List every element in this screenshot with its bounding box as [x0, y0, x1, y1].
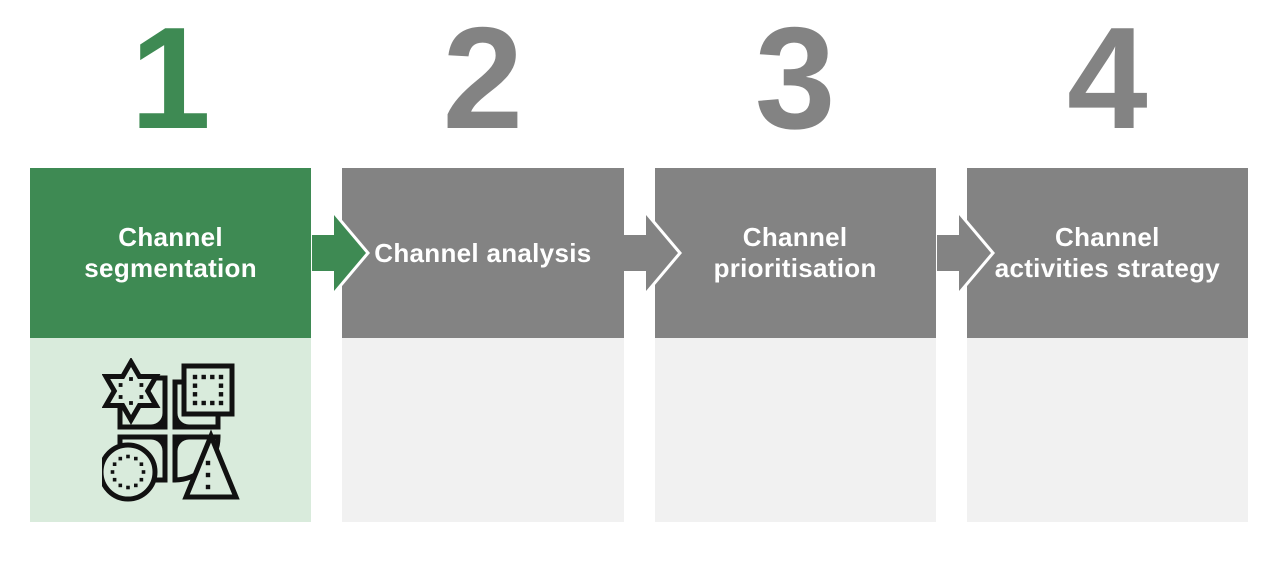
step-number: 1 — [130, 0, 211, 159]
step-title-line: Channel — [118, 222, 223, 252]
step-header: Channel prioritisation — [654, 168, 936, 338]
arrow-right-icon — [312, 201, 370, 305]
step-title-line: prioritisation — [713, 253, 877, 283]
step-column-4: 4 Channel activities strategy — [966, 0, 1248, 522]
process-flow: 1 Channel segmentation — [30, 0, 1248, 522]
step-header: Channel analysis — [342, 168, 624, 338]
step-number: 3 — [754, 0, 836, 159]
step-title-line: Channel — [742, 222, 848, 252]
step-title-line: activities strategy — [994, 253, 1221, 283]
step-number: 4 — [1067, 0, 1148, 159]
arrow-right-icon — [624, 201, 682, 305]
step-header: Channel activities strategy — [966, 168, 1248, 338]
step-panel — [342, 338, 624, 522]
step-panel — [966, 338, 1248, 522]
step-header: Channel segmentation — [30, 168, 312, 338]
step-panel — [654, 338, 936, 522]
segmentation-shapes-icon — [101, 358, 240, 502]
step-number: 2 — [442, 0, 524, 159]
arrow-right-icon — [937, 201, 995, 305]
step-panel — [30, 338, 312, 522]
step-title-line: Channel analysis — [374, 237, 592, 268]
step-column-3: 3 Channel prioritisation — [654, 0, 936, 522]
step-title-line: Channel — [1055, 222, 1160, 252]
step-title-line: segmentation — [84, 253, 257, 283]
step-column-2: 2 Channel analysis — [342, 0, 624, 522]
step-column-1: 1 Channel segmentation — [30, 0, 312, 522]
